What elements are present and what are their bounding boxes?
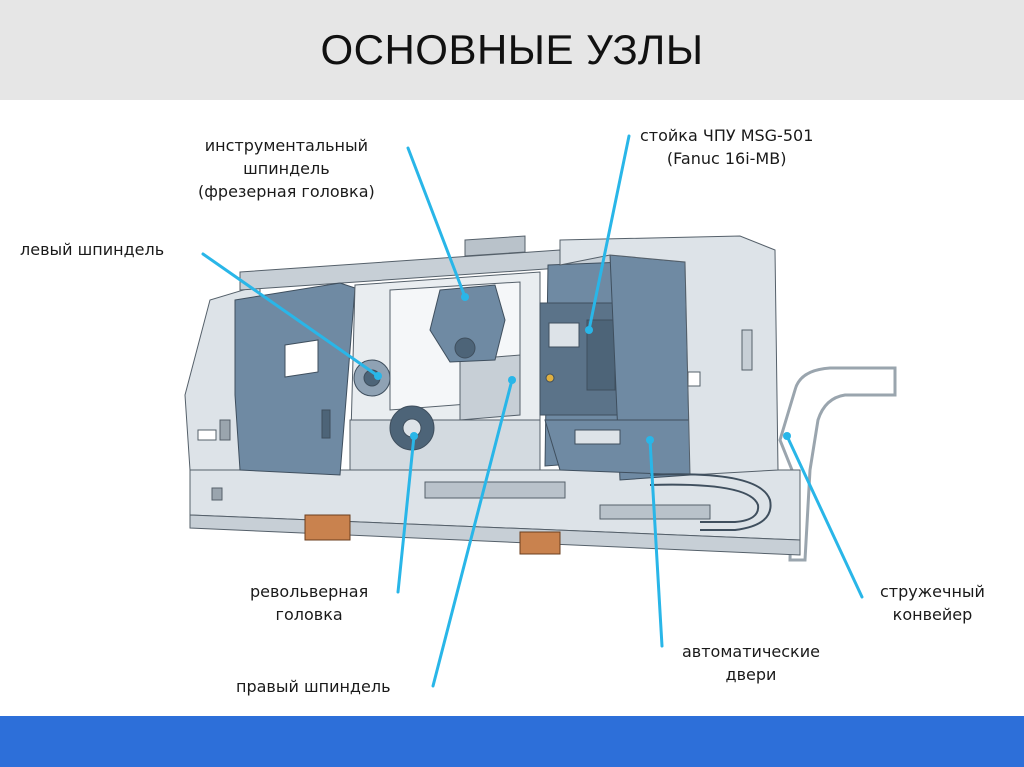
cable-carrier [649,473,772,531]
turret-shape [389,405,435,451]
callout-turret-line-1: револьверная [250,582,369,601]
footer-bar [0,716,1024,767]
callout-turret-line-2: головка [275,605,343,624]
slide-title: ОСНОВНЫЕ УЗЛЫ [320,26,704,73]
callout-tool-spindle-line-3: (фрезерная головка) [198,182,375,201]
leader-line-cnc-stand [587,134,631,332]
title-bar: ОСНОВНЫЕ УЗЛЫ [0,0,1024,100]
callout-turret: револьверная головка [250,580,368,626]
callout-right-spindle: правый шпиндель [236,675,391,698]
leader-line-auto-doors [648,438,664,648]
leader-dot-cnc-stand [585,326,593,334]
left-spindle-shape [353,359,391,397]
leader-dot-right-spindle [508,376,516,384]
leader-line-chip-conveyor [785,434,864,599]
leader-dot-left-spindle [374,372,382,380]
motors [304,514,561,555]
callout-tool-spindle-line-1: инструментальный [204,136,368,155]
leader-line-turret [396,434,416,594]
leader-dot-auto-doors [646,436,654,444]
right-door [544,254,691,481]
leader-dot-tool-spindle [461,293,469,301]
callout-right-spindle-line-1: правый шпиндель [236,677,391,696]
callout-cnc-stand-line-2: (Fanuc 16i-MB) [666,149,787,168]
leader-line-tool-spindle [406,146,467,299]
left-door [234,282,356,476]
callout-chip-conveyor-line-2: конвейер [892,605,973,624]
leader-dot-chip-conveyor [783,432,791,440]
milling-head-shape [429,284,506,363]
callout-auto-doors: автоматические двери [682,640,820,686]
leader-line-left-spindle [201,252,380,378]
callout-auto-doors-line-2: двери [725,665,777,684]
callout-left-spindle: левый шпиндель [20,238,164,261]
callout-cnc-stand-line-1: стойка ЧПУ MSG-501 [640,126,814,145]
callout-chip-conveyor-line-1: стружечный [880,582,985,601]
callout-cnc-stand: стойка ЧПУ MSG-501 (Fanuc 16i-MB) [640,124,813,170]
callout-tool-spindle-line-2: шпиндель [243,159,330,178]
leader-dot-turret [410,432,418,440]
callout-left-spindle-line-1: левый шпиндель [20,240,165,259]
leader-line-right-spindle [431,378,514,688]
chip-conveyor-shape [778,366,897,562]
callout-auto-doors-line-1: автоматические [682,642,820,661]
callout-chip-conveyor: стружечный конвейер [880,580,985,626]
callout-tool-spindle: инструментальный шпиндель (фрезерная гол… [198,134,375,203]
